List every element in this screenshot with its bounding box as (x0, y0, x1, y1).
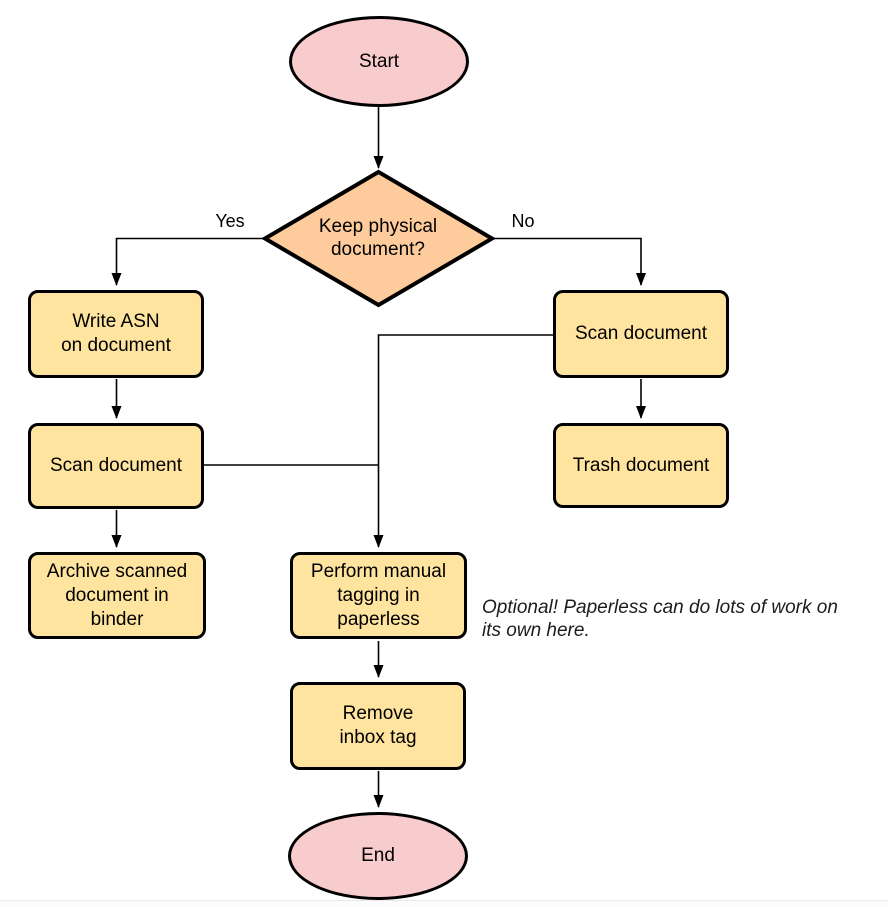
node-end: End (288, 812, 468, 900)
page-bottom-strip (0, 901, 888, 907)
page-bottom-divider (0, 900, 888, 901)
node-trash-document-label: Trash document (572, 454, 710, 476)
node-decision-label: Keep physical document? (318, 216, 438, 260)
node-scan-document-left: Scan document (28, 423, 204, 509)
node-archive-in-binder-label: Archive scanned document in binder (46, 560, 188, 630)
node-remove-inbox-tag: Remove inbox tag (290, 682, 466, 770)
node-scan-document-left-label: Scan document (49, 455, 183, 476)
node-archive-in-binder: Archive scanned document in binder (28, 552, 206, 639)
node-end-label: End (361, 845, 395, 866)
node-start-label: Start (358, 50, 400, 72)
annotation-note: Optional! Paperless can do lots of work … (482, 597, 838, 641)
node-trash-document: Trash document (553, 423, 729, 508)
node-scan-document-right: Scan document (553, 290, 729, 378)
edge-decision-no-to-scan-right (492, 237, 646, 286)
node-start: Start (289, 16, 469, 107)
node-scan-document-right-label: Scan document (574, 323, 708, 344)
edge-label-yes: Yes (215, 211, 245, 231)
node-remove-inbox-tag-label: Remove inbox tag (339, 703, 417, 748)
node-manual-tagging-label: Perform manual tagging in paperless (310, 560, 447, 630)
node-write-asn-label: Write ASN on document (61, 311, 171, 356)
edge-scan-right-to-tagging (373, 334, 553, 548)
decision-diamond-shape (261, 169, 496, 308)
node-write-asn: Write ASN on document (28, 290, 204, 378)
edge-label-no: No (511, 211, 535, 231)
node-manual-tagging: Perform manual tagging in paperless (290, 552, 467, 639)
edge-decision-yes-to-write-asn (111, 237, 265, 286)
